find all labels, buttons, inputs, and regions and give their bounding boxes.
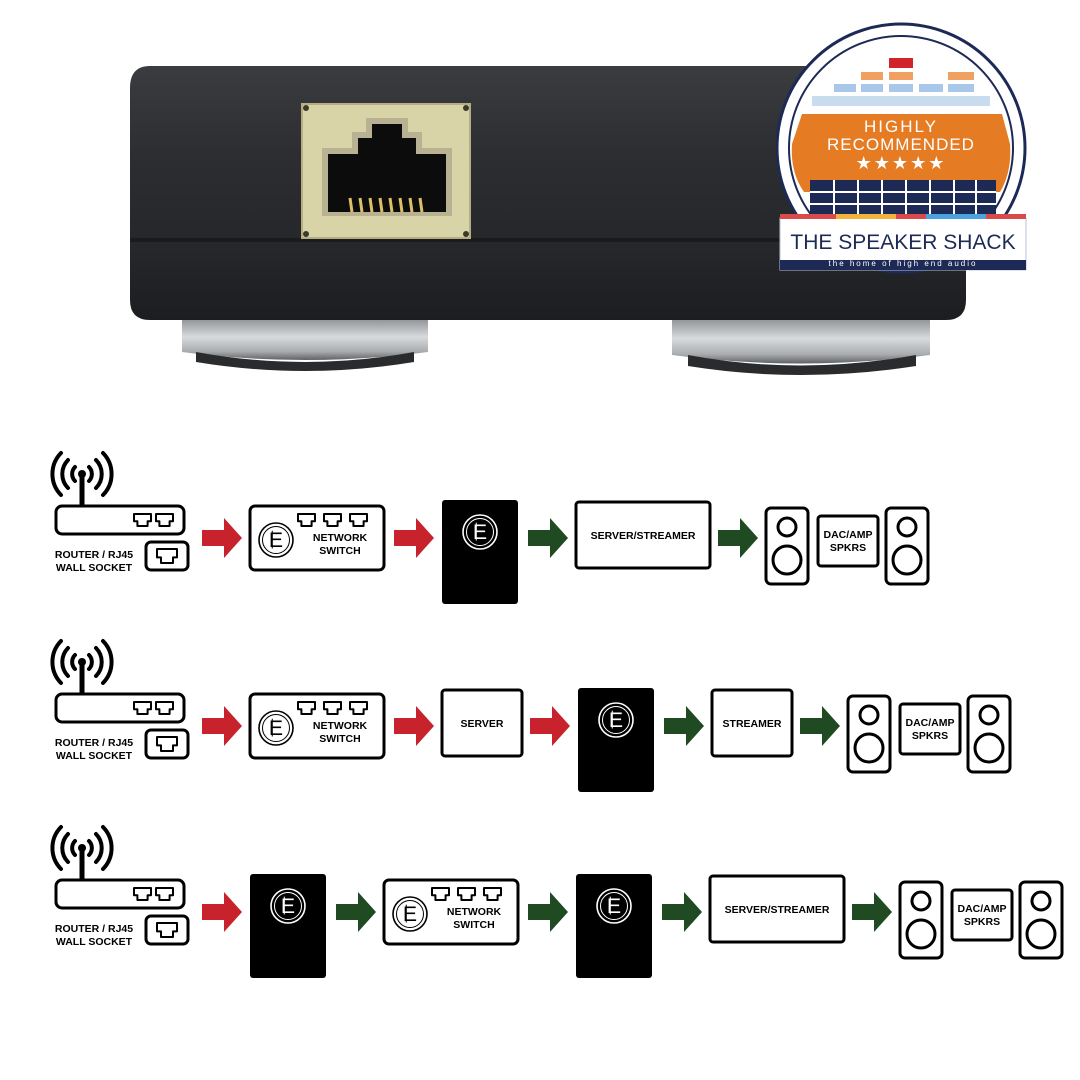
- network-switch-label: NETWORK: [447, 906, 502, 918]
- arrow-green: [528, 518, 568, 558]
- component-box: STREAMER: [710, 688, 794, 758]
- dac-amp-label: DAC/AMP: [824, 529, 873, 541]
- arrow-green: [718, 518, 758, 558]
- wall-socket-icon: [144, 540, 190, 572]
- speaker-icon: [764, 506, 810, 586]
- arrow-red: [530, 706, 570, 746]
- dac-amp-label: DAC/AMP: [958, 903, 1007, 915]
- speaker-icon: [966, 694, 1012, 774]
- arrow-red: [394, 518, 434, 558]
- speaker-icon: [1018, 880, 1064, 960]
- e-device-black: E: [578, 688, 654, 792]
- router-icon: [50, 639, 186, 724]
- dac-amp-label: DAC/AMP: [906, 717, 955, 729]
- component-box: SERVER: [440, 688, 524, 758]
- badge-brand: THE SPEAKER SHACK: [790, 231, 1016, 254]
- rj45-port: [301, 103, 471, 239]
- component-box: SERVER/STREAMER: [708, 874, 846, 944]
- router-label-line1: ROUTER / RJ45: [55, 549, 133, 561]
- speaker-icon: [846, 694, 892, 774]
- badge-tagline: the home of high end audio: [828, 259, 978, 268]
- router-label-line1: ROUTER / RJ45: [55, 923, 133, 935]
- network-switch-label: SWITCH: [319, 545, 360, 557]
- dac-amp-label: SPKRS: [912, 730, 948, 742]
- component-label: SERVER/STREAMER: [591, 530, 696, 542]
- device-photo: [130, 66, 966, 375]
- e-logo-icon: E: [392, 896, 428, 932]
- network-switch-label: SWITCH: [453, 919, 494, 931]
- wall-socket-icon: [144, 728, 190, 760]
- svg-text:E: E: [473, 520, 487, 544]
- arrow-red: [202, 892, 242, 932]
- badge-stars: ★★★★★: [855, 153, 947, 173]
- svg-text:E: E: [269, 716, 283, 740]
- e-logo-icon: E: [258, 522, 294, 558]
- e-logo-icon: E: [270, 888, 306, 924]
- svg-text:E: E: [607, 894, 621, 918]
- network-switch-label: SWITCH: [319, 733, 360, 745]
- network-switch-label: NETWORK: [313, 532, 368, 544]
- e-logo-icon: E: [598, 702, 634, 738]
- e-device-black: E: [442, 500, 518, 604]
- router-label-line1: ROUTER / RJ45: [55, 737, 133, 749]
- arrow-green: [800, 706, 840, 746]
- badge-graphic: [776, 22, 1027, 274]
- arrow-red: [202, 518, 242, 558]
- arrow-green: [336, 892, 376, 932]
- router-label-line2: WALL SOCKET: [56, 562, 133, 574]
- speaker-icon: [884, 506, 930, 586]
- speaker-icon: [898, 880, 944, 960]
- badge-line1: HIGHLY: [863, 117, 939, 136]
- component-box: SERVER/STREAMER: [574, 500, 712, 570]
- device-foot-left: [182, 318, 428, 371]
- svg-text:E: E: [269, 528, 283, 552]
- wall-socket-icon: [144, 914, 190, 946]
- svg-text:E: E: [403, 902, 417, 926]
- e-device-black: E: [250, 874, 326, 978]
- arrow-red: [394, 706, 434, 746]
- component-label: STREAMER: [723, 718, 782, 730]
- e-logo-icon: E: [258, 710, 294, 746]
- router-icon: [50, 451, 186, 536]
- router-label-line2: WALL SOCKET: [56, 750, 133, 762]
- arrow-green: [662, 892, 702, 932]
- svg-text:E: E: [281, 894, 295, 918]
- component-label: SERVER: [461, 718, 504, 730]
- svg-text:E: E: [609, 708, 623, 732]
- dac-amp-label: SPKRS: [964, 916, 1000, 928]
- e-logo-icon: E: [596, 888, 632, 924]
- arrow-red: [202, 706, 242, 746]
- arrow-green: [528, 892, 568, 932]
- arrow-green: [852, 892, 892, 932]
- e-device-black: E: [576, 874, 652, 978]
- dac-amp-label: SPKRS: [830, 542, 866, 554]
- network-switch-label: NETWORK: [313, 720, 368, 732]
- badge-line2: RECOMMENDED: [827, 135, 975, 154]
- router-icon: [50, 825, 186, 910]
- device-foot-right: [672, 318, 930, 375]
- arrow-green: [664, 706, 704, 746]
- highly-recommended-badge: HIGHLY RECOMMENDED ★★★★★ THE SPEAKER SHA…: [776, 22, 1032, 278]
- router-label-line2: WALL SOCKET: [56, 936, 133, 948]
- component-label: SERVER/STREAMER: [725, 904, 830, 916]
- e-logo-icon: E: [462, 514, 498, 550]
